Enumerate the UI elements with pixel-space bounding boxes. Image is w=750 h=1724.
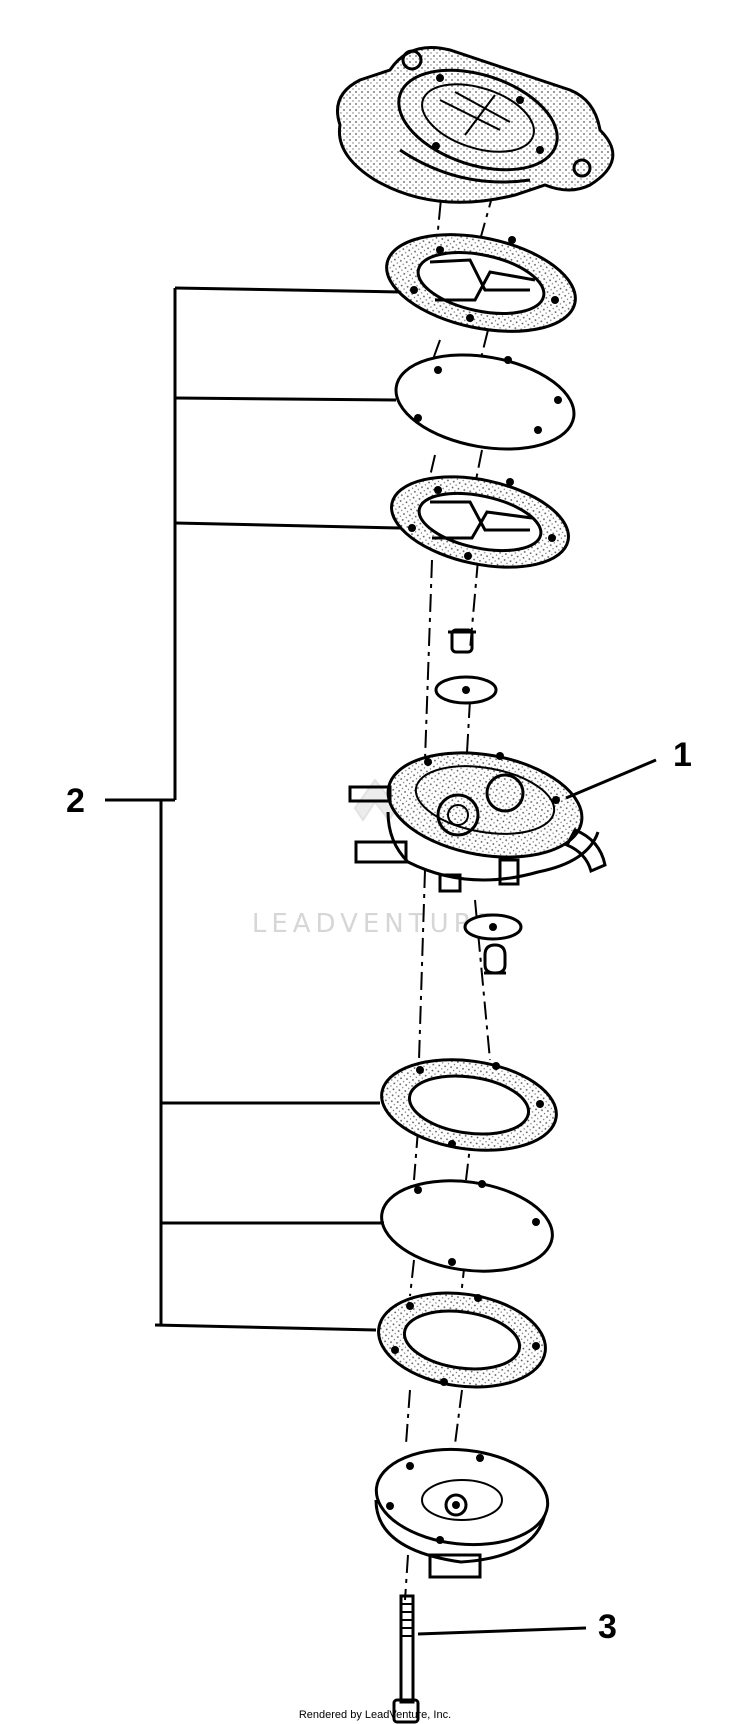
upper-diaphragm — [394, 353, 576, 451]
top-cover — [336, 46, 615, 204]
callout-3: 3 — [598, 1608, 617, 1646]
callout-2: 2 — [66, 782, 85, 820]
lower-gasket-ring-1 — [380, 1058, 558, 1152]
footer-credit: Rendered by LeadVenture, Inc. — [299, 1709, 451, 1721]
bolt — [392, 1594, 420, 1724]
callout-1: 1 — [673, 736, 692, 774]
lower-check-valve — [463, 913, 523, 975]
upper-gasket-slotted-1 — [385, 233, 577, 333]
upper-gasket-slotted-2 — [390, 475, 570, 569]
lower-gasket-ring-2 — [377, 1291, 547, 1389]
watermark-text: LEADVENTURE — [252, 909, 498, 939]
callout-3-leader — [417, 1626, 587, 1636]
upper-check-valve — [434, 628, 498, 705]
lower-diaphragm — [380, 1179, 554, 1273]
pump-body — [348, 751, 607, 893]
callout-1-leader — [565, 758, 657, 800]
bottom-cover — [374, 1447, 550, 1579]
callout-2-bracket — [105, 286, 401, 1332]
